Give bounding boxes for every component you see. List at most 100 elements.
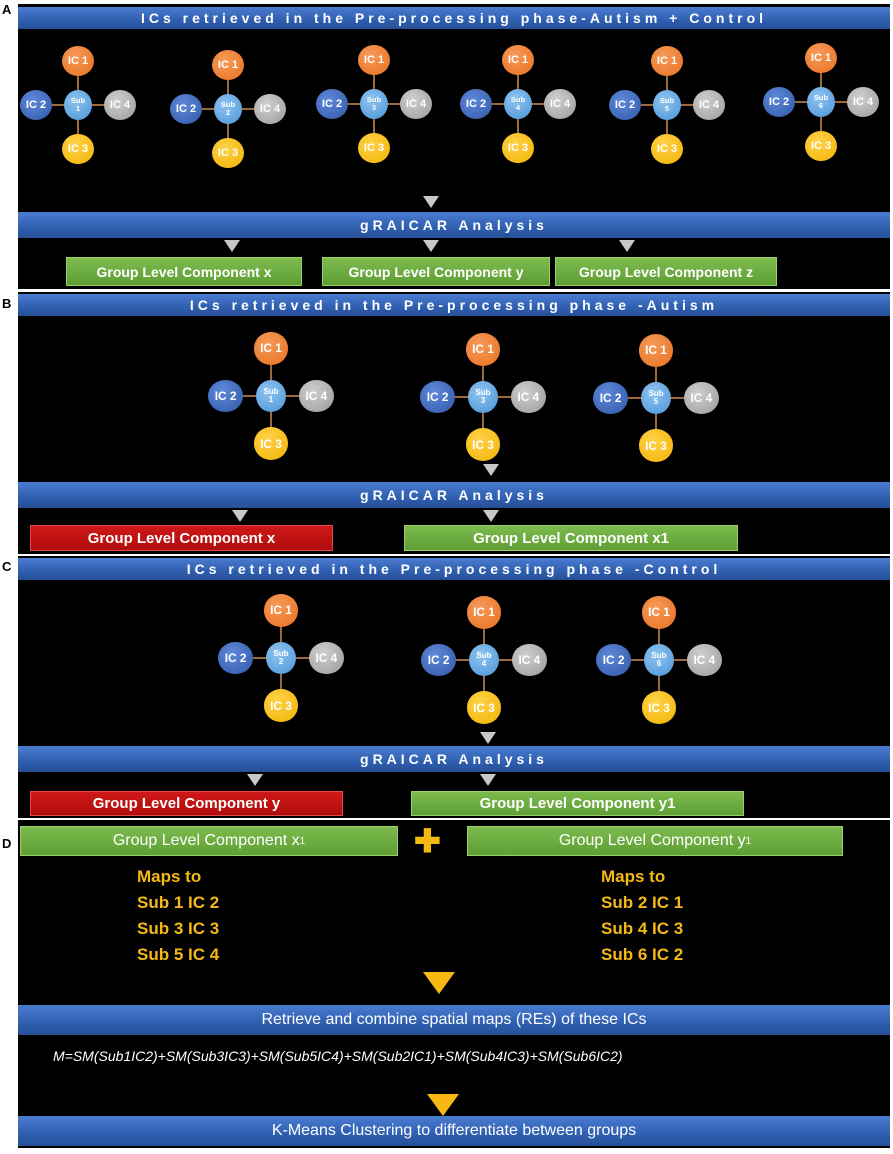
group-component-box: Group Level Component y1 <box>411 791 744 816</box>
panel-a-title-bar: ICs retrieved in the Pre-processing phas… <box>18 7 890 29</box>
arrow-down-icon <box>483 464 499 476</box>
retrieve-bar: Retrieve and combine spatial maps (REs) … <box>18 1005 890 1035</box>
panel-c: ICs retrieved in the Pre-processing phas… <box>18 556 890 818</box>
ic3-node: IC 3 <box>651 134 683 164</box>
panel-letter-a: A <box>2 2 12 17</box>
ic4-node: IC 4 <box>544 89 576 119</box>
maps-line: Sub 5 IC 4 <box>137 945 220 964</box>
ic4-node: IC 4 <box>254 94 286 124</box>
panel-b: ICs retrieved in the Pre-processing phas… <box>18 292 890 554</box>
panel-letter-c: C <box>2 559 12 574</box>
maps-line: Sub 6 IC 2 <box>601 945 684 964</box>
arrow-down-icon <box>423 196 439 208</box>
ic3-node: IC 3 <box>502 133 534 163</box>
ic3-node: IC 3 <box>465 428 501 461</box>
ic3-node: IC 3 <box>62 134 94 164</box>
maps-line: Sub 1 IC 2 <box>137 893 220 912</box>
left-maps-list: Maps to Sub 1 IC 2 Sub 3 IC 3 Sub 5 IC 4 <box>137 864 219 968</box>
ic1-node: IC 1 <box>502 45 534 75</box>
ic4-node: IC 4 <box>847 87 879 117</box>
ic1-node: IC 1 <box>805 43 837 73</box>
right-maps-list: Maps to Sub 2 IC 1 Sub 4 IC 3 Sub 6 IC 2 <box>601 864 683 968</box>
ic2-node: IC 2 <box>593 381 628 415</box>
arrow-down-icon <box>247 774 263 786</box>
ic3-node: IC 3 <box>358 133 390 163</box>
arrow-down-icon <box>224 240 240 252</box>
ic1-node: IC 1 <box>212 50 244 80</box>
ic2-node: IC 2 <box>763 87 795 117</box>
ic3-node: IC 3 <box>805 131 837 161</box>
maps-line: Sub 3 IC 3 <box>137 919 220 938</box>
ic1-node: IC 1 <box>465 333 501 366</box>
group-component-y1-subscript: 1 <box>745 835 752 847</box>
plus-icon: ✚ <box>414 823 441 859</box>
ic2-node: IC 2 <box>460 89 492 119</box>
ic3-node: IC 3 <box>263 689 299 722</box>
group-component-y1-label: Group Level Component y <box>558 832 746 849</box>
ic2-node: IC 2 <box>316 89 348 119</box>
panel-a-analysis-bar: gRAICAR Analysis <box>18 212 890 238</box>
group-component-x1-subscript: 1 <box>299 835 306 847</box>
arrow-down-icon <box>423 240 439 252</box>
ic1-node: IC 1 <box>62 46 94 76</box>
ic3-node: IC 3 <box>253 427 289 460</box>
formula-text: M=SM(Sub1IC2)+SM(Sub3IC3)+SM(Sub5IC4)+SM… <box>53 1048 623 1064</box>
ic1-node: IC 1 <box>466 596 502 629</box>
ic2-node: IC 2 <box>170 94 202 124</box>
maps-line: Maps to <box>601 867 666 886</box>
ic4-node: IC 4 <box>687 643 722 677</box>
ic4-node: IC 4 <box>693 90 725 120</box>
ic4-node: IC 4 <box>684 381 719 415</box>
ic4-node: IC 4 <box>104 90 136 120</box>
ic3-node: IC 3 <box>466 691 502 724</box>
ic3-node: IC 3 <box>638 429 674 462</box>
arrow-down-icon <box>423 972 455 994</box>
group-component-box-excluded: Group Level Component x <box>30 525 333 551</box>
group-component-box-excluded: Group Level Component y <box>30 791 343 816</box>
panel-b-title-bar: ICs retrieved in the Pre-processing phas… <box>18 294 890 316</box>
ic4-node: IC 4 <box>299 379 334 413</box>
panel-b-analysis-bar: gRAICAR Analysis <box>18 482 890 508</box>
ic4-node: IC 4 <box>512 643 547 677</box>
arrow-down-icon <box>619 240 635 252</box>
ic2-node: IC 2 <box>218 641 253 675</box>
ic4-node: IC 4 <box>400 89 432 119</box>
maps-line: Maps to <box>137 867 202 886</box>
maps-line: Sub 4 IC 3 <box>601 919 684 938</box>
ic3-node: IC 3 <box>212 138 244 168</box>
maps-line: Sub 2 IC 1 <box>601 893 684 912</box>
group-component-x1-label: Group Level Component x <box>112 832 300 849</box>
ic2-node: IC 2 <box>20 90 52 120</box>
group-component-box: Group Level Component x1 <box>404 525 738 551</box>
ic4-node: IC 4 <box>309 641 344 675</box>
ic2-node: IC 2 <box>208 379 243 413</box>
arrow-down-icon <box>480 732 496 744</box>
ic1-node: IC 1 <box>641 596 677 629</box>
ic4-node: IC 4 <box>511 380 546 414</box>
ic1-node: IC 1 <box>358 45 390 75</box>
ic2-node: IC 2 <box>596 643 631 677</box>
ic1-node: IC 1 <box>638 334 674 367</box>
ic1-node: IC 1 <box>651 46 683 76</box>
group-component-box: Group Level Component x <box>66 257 302 286</box>
ic2-node: IC 2 <box>420 380 455 414</box>
ic1-node: IC 1 <box>263 594 299 627</box>
kmeans-bar: K-Means Clustering to differentiate betw… <box>18 1116 890 1146</box>
ic2-node: IC 2 <box>609 90 641 120</box>
arrow-down-icon <box>232 510 248 522</box>
panel-c-title-bar: ICs retrieved in the Pre-processing phas… <box>18 558 890 580</box>
ic2-node: IC 2 <box>421 643 456 677</box>
